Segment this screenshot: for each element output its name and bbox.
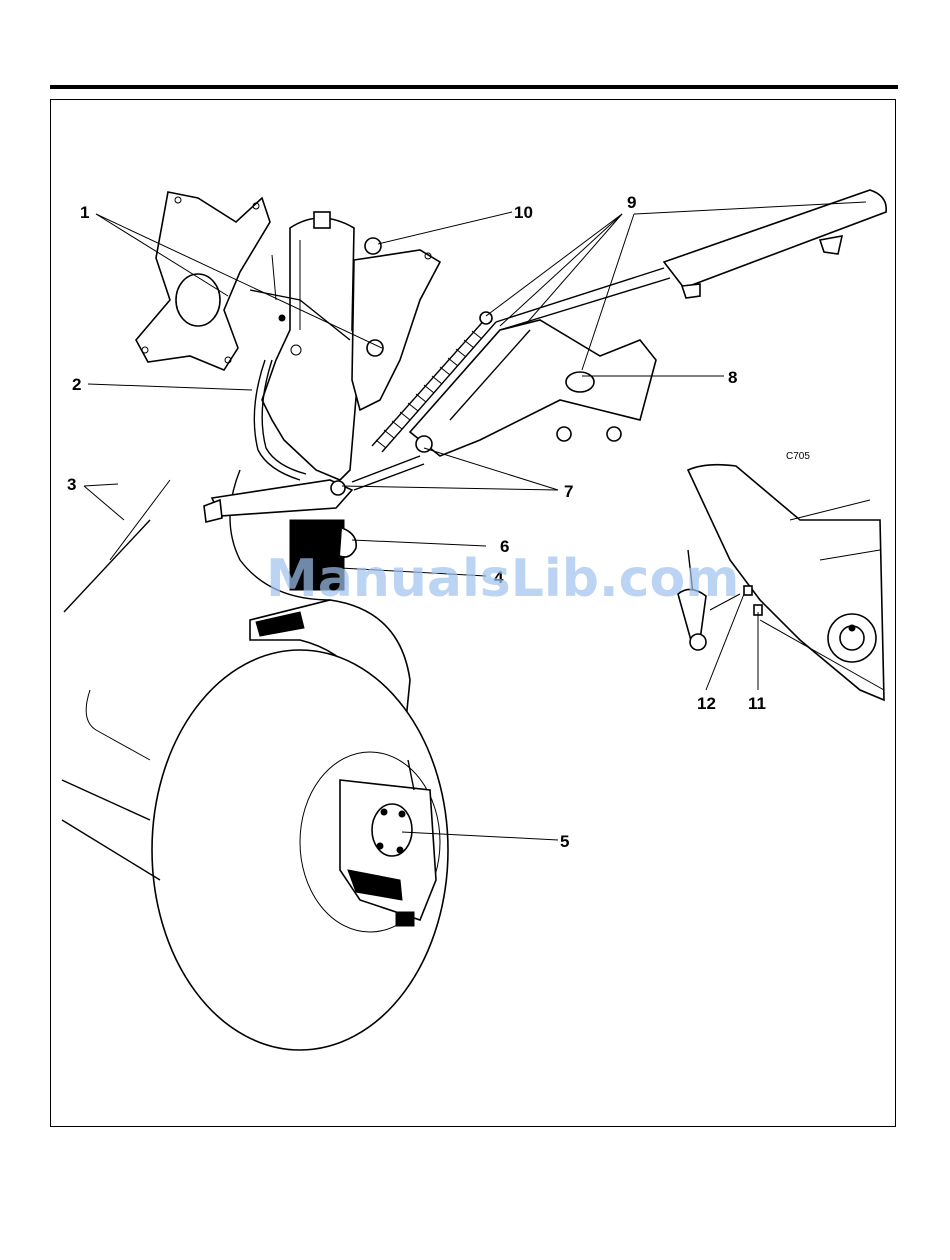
callout-7: 7 [564,482,573,501]
strut-housing [250,212,440,480]
callout-3: 3 [67,475,76,494]
figure-code: C705 [786,451,810,462]
watermark: ManualsLib.com [266,549,739,609]
drag-link-arm [410,320,656,456]
callout-8: 8 [728,368,737,387]
callout-2: 2 [72,375,81,394]
callout-9: 9 [627,193,636,212]
wheel-tire [152,650,448,1050]
callout-11: 11 [748,694,766,713]
callout-10: 10 [514,203,533,222]
callout-1: 1 [80,203,89,222]
callout-12: 12 [697,694,716,713]
callout-5: 5 [560,832,569,851]
